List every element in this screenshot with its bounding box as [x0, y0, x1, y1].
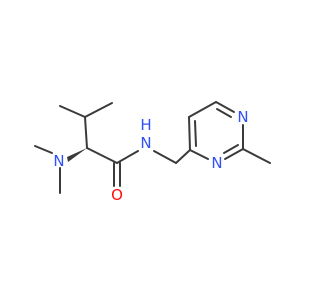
- bond-ring-c6-n1-inner: [216, 108, 232, 118]
- bond-ring-c2-n3-inner: [223, 144, 239, 154]
- atom-n-amine: N: [53, 152, 64, 170]
- atom-o-carbonyl: O: [111, 186, 123, 204]
- bond-ring-n3-c4: [189, 149, 209, 160]
- bond-ch2-ring: [175, 149, 191, 164]
- bond-ring-c6-n1: [215, 101, 235, 113]
- bonds: [34, 101, 271, 194]
- atom-n-amide: N: [140, 134, 151, 152]
- bond-ch-methyl2: [84, 102, 113, 118]
- bond-ring-c4-c5: [188, 116, 191, 151]
- bond-ring-c2-n3: [224, 148, 244, 160]
- bond-methyl1-ch: [59, 105, 86, 118]
- bond-ring-c5-c6: [188, 101, 217, 118]
- bond-carbonyl-namide: [116, 150, 139, 164]
- atom-h-amide: H: [140, 116, 151, 134]
- bond-ch-calpha: [84, 116, 88, 149]
- stereo-wedge-bond: [67, 148, 87, 162]
- molecule-structure: N O H N N N: [34, 101, 271, 204]
- bond-calpha-carbonyl: [86, 147, 118, 164]
- bond-namide-ch2: [153, 150, 177, 164]
- bond-ring-c4-c5-inner: [194, 120, 197, 147]
- bond-ring-c2-methyl: [242, 148, 271, 164]
- atom-n-ring-top: N: [237, 108, 248, 126]
- atom-n-ring-bottom: N: [211, 154, 222, 172]
- atom-labels: N O H N N N: [53, 108, 248, 204]
- bond-namine-methyl1: [34, 145, 53, 154]
